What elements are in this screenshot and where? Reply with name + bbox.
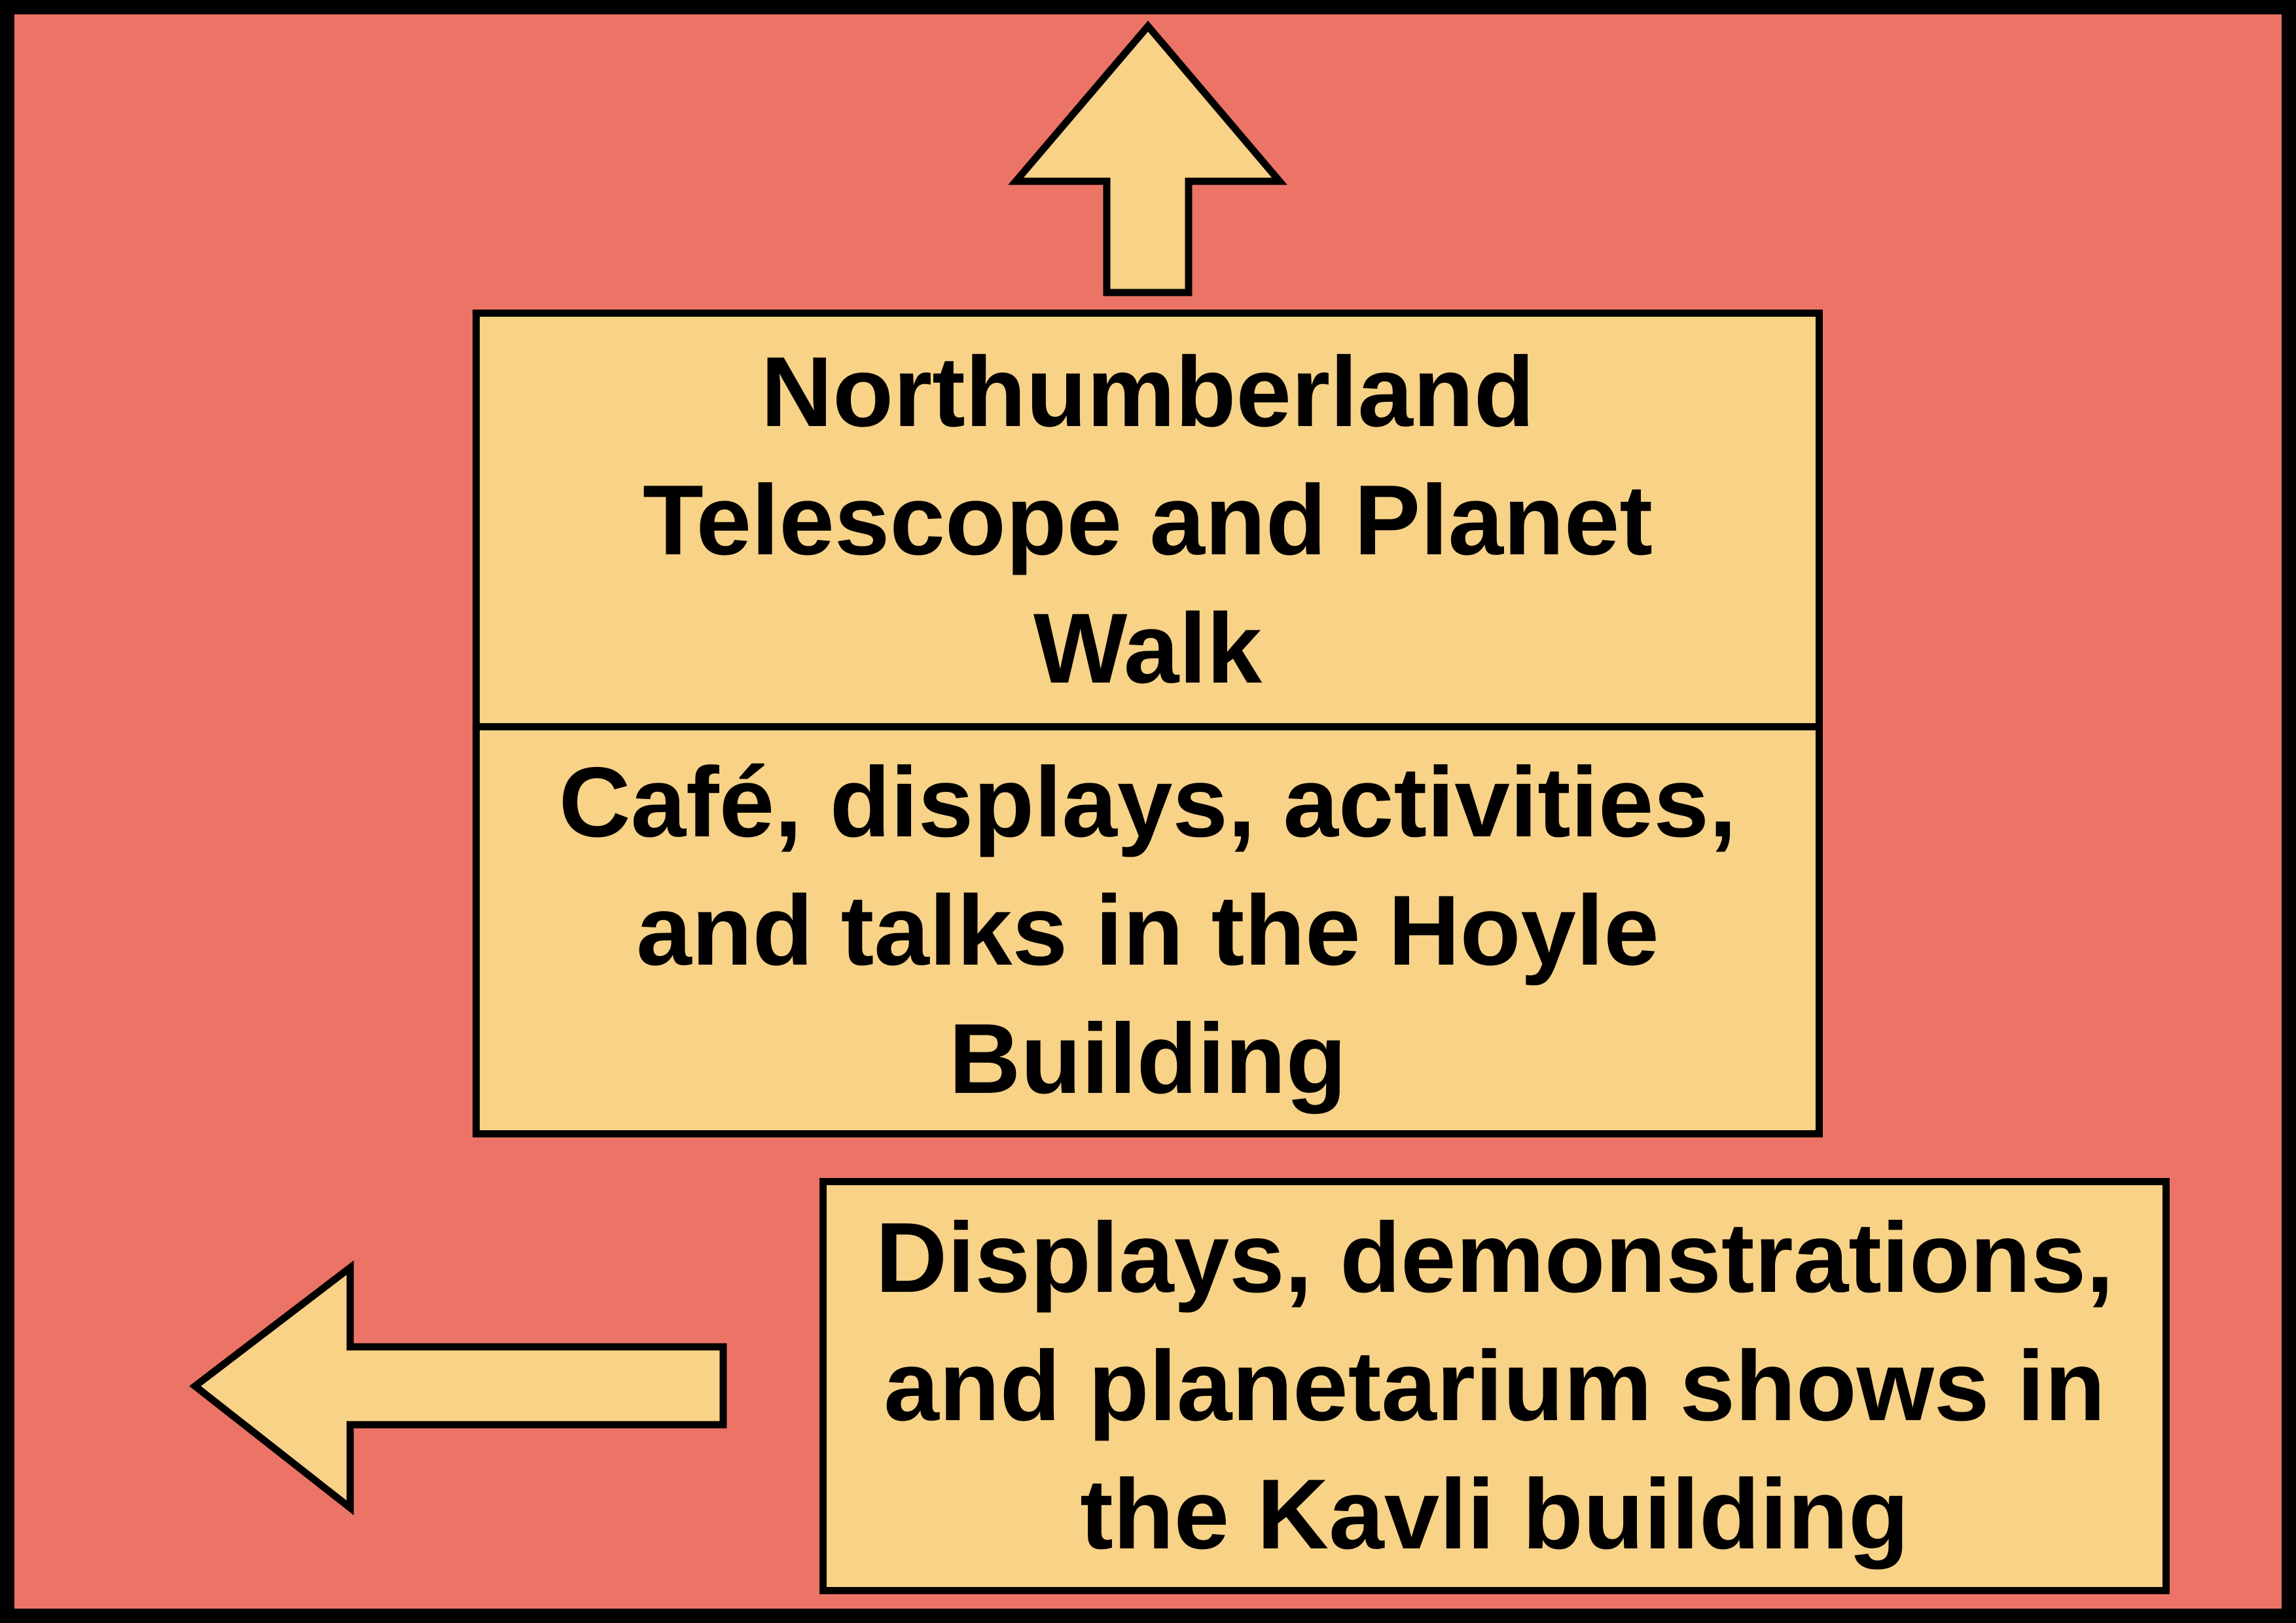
description-line: and talks in the Hoyle <box>636 874 1659 986</box>
hoyle-building-description: Café, displays, activities, and talks in… <box>480 730 1816 1130</box>
description-line: Café, displays, activities, <box>558 746 1737 858</box>
heading-line: Northumberland <box>761 336 1535 448</box>
upward-destination-box: Northumberland Telescope and Planet Walk… <box>473 310 1823 1137</box>
left-destination-box: Displays, demonstrations, and planetariu… <box>819 1178 2170 1594</box>
telescope-planet-walk-heading: Northumberland Telescope and Planet Walk <box>480 317 1816 730</box>
arrow-up-icon <box>1008 20 1287 296</box>
description-line: the Kavli building <box>1080 1459 1909 1570</box>
heading-line: Walk <box>1033 592 1263 704</box>
heading-line: Telescope and Planet <box>642 464 1653 576</box>
description-line: Displays, demonstrations, <box>875 1202 2114 1313</box>
description-line: Building <box>948 1003 1347 1115</box>
description-line: and planetarium shows in <box>884 1330 2106 1442</box>
arrow-left-icon <box>189 1260 727 1516</box>
